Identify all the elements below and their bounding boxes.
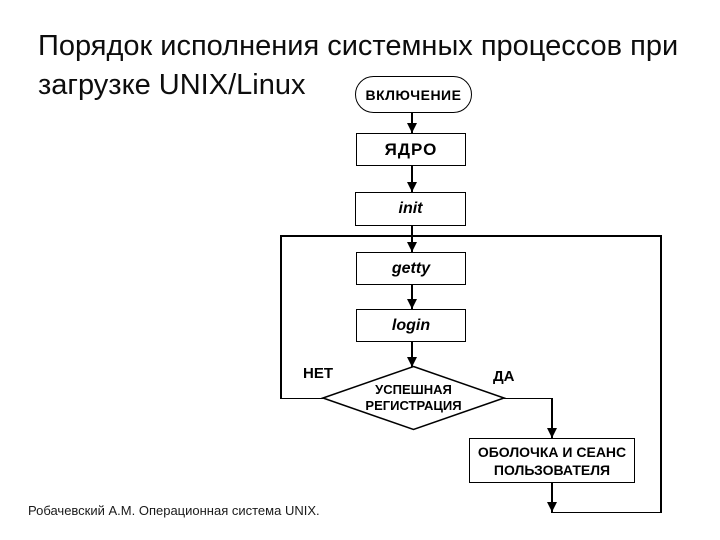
decision-diamond-shape	[321, 365, 506, 431]
connector-login-decision	[411, 342, 413, 367]
node-login-label: login	[391, 316, 431, 334]
connector-shell-exit	[551, 483, 553, 512]
node-decision: УСПЕШНАЯ РЕГИСТРАЦИЯ	[321, 365, 506, 431]
node-shell: ОБОЛОЧКА И СЕАНС ПОЛЬЗОВАТЕЛЯ	[469, 438, 635, 483]
connector-decision-yes-horizontal	[504, 397, 552, 399]
node-kernel-label: ЯДРО	[384, 139, 438, 159]
branch-label-yes: ДА	[493, 368, 515, 385]
loop-bottom-line	[551, 511, 661, 513]
connector-init-getty	[411, 226, 413, 252]
connector-kernel-init	[411, 166, 413, 192]
arrowhead-into-login	[407, 299, 417, 309]
connector-decision-yes-vertical	[551, 397, 553, 438]
node-decision-label-line1: УСПЕШНАЯ	[375, 382, 452, 397]
branch-label-no: НЕТ	[303, 365, 333, 382]
arrowhead-into-kernel	[407, 123, 417, 133]
footer-citation: Робачевский А.М. Операционная система UN…	[28, 503, 320, 518]
node-shell-label-line2: ПОЛЬЗОВАТЕЛЯ	[493, 461, 611, 478]
node-init-label: init	[398, 200, 423, 217]
node-start-label: ВКЛЮЧЕНИЕ	[365, 86, 462, 103]
arrowhead-into-getty	[407, 242, 417, 252]
node-init: init	[355, 192, 466, 226]
loop-top-line	[280, 235, 661, 237]
node-getty: getty	[356, 252, 466, 285]
connector-decision-no	[280, 397, 323, 399]
node-getty-label: getty	[391, 259, 431, 277]
node-kernel: ЯДРО	[356, 133, 466, 166]
arrowhead-into-shell	[547, 428, 557, 438]
node-start: ВКЛЮЧЕНИЕ	[355, 76, 472, 113]
slide-title: Порядок исполнения системных процессов п…	[38, 30, 679, 101]
loop-left-line	[280, 235, 282, 399]
node-decision-label-line2: РЕГИСТРАЦИЯ	[365, 398, 462, 413]
node-shell-label-line1: ОБОЛОЧКА И СЕАНС	[477, 443, 627, 460]
node-login: login	[356, 309, 466, 342]
loop-right-line	[660, 235, 662, 513]
connector-getty-login	[411, 285, 413, 309]
arrowhead-into-decision	[407, 357, 417, 367]
arrowhead-shell-to-loop	[547, 502, 557, 512]
arrowhead-into-init	[407, 182, 417, 192]
